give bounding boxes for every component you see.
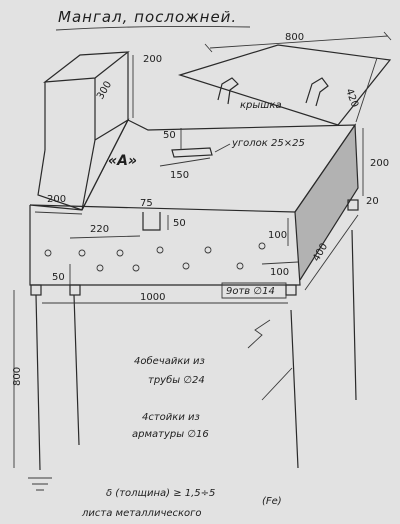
angle-label: уголок 25×25 [231,138,305,149]
holes-label: 9отв ∅14 [226,286,275,297]
legs-group: 800 [12,199,359,491]
angle-len-label: 150 [170,170,189,181]
hole [78,249,86,257]
bottom-fe: (Fe) [262,496,282,507]
slot-75-label: 75 [140,198,153,209]
lid-outline [177,44,392,126]
d220-line [69,235,141,239]
angle-len-line [159,157,211,167]
hole [182,262,190,270]
d50b-label: 50 [52,272,65,283]
slot-50-label: 50 [173,218,186,229]
lid-handle-left [217,77,239,105]
lid-length-label: 800 [285,32,304,43]
leg-sleeve [347,199,359,211]
hole [116,249,124,257]
hole [236,262,244,270]
angle-bar [171,147,213,158]
d100b-label: 100 [270,267,289,278]
body-right-edge [294,123,359,281]
bottom-line2: листа металлического [81,508,202,519]
holes-box [221,282,287,299]
chimney-front [37,149,83,211]
chimney-group: 200 300 «А» [37,51,162,211]
hole [258,242,266,250]
lid-width-label: 420 [343,87,360,109]
title-underline [55,25,251,31]
bottom-line1: δ (толщина) ≥ 1,5÷5 [106,488,215,499]
hole [132,264,140,272]
note1-leader [247,319,271,349]
legs [35,229,357,471]
d100b-line [261,261,299,265]
d400-line [304,214,359,291]
note1-line2: трубы ∅24 [148,374,205,386]
lid-width-line [355,57,378,123]
leg-sleeve [30,284,42,296]
hole [204,246,212,254]
front-slot [142,212,161,231]
hole [156,246,164,254]
chimney-height-label: 200 [143,54,162,65]
note1-line1: 4обечайки из [134,355,205,367]
right-200-label: 200 [370,158,389,169]
d220-label: 220 [90,224,109,235]
lid-group: 800 420 крышка [177,31,392,126]
left-200-label: 200 [47,194,66,205]
body-front [29,205,301,286]
leg-sleeve [285,284,297,296]
lid-label: крышка [240,100,282,111]
chimney-sides [44,52,129,150]
body-right-panel [295,125,358,280]
chimney-top [43,51,130,83]
title: Мангал, посложней. [58,8,237,26]
lid-dim-ticks [204,31,392,53]
leg-sleeve [69,284,81,296]
body-group: 50 уголок 25×25 150 200 75 50 220 [29,119,389,299]
note2-line1: 4стойки из [142,412,200,423]
small-50-label: 50 [163,130,176,141]
ground-symbol [28,477,52,491]
d100a-label: 100 [268,230,287,241]
lid-handle-right [305,77,329,107]
note2-line2: арматуры ∅16 [132,429,209,440]
hole [44,249,52,257]
holes-group [44,242,266,272]
hole [96,264,104,272]
leg-height-label: 800 [12,367,23,386]
lid-dim-line [209,35,389,49]
note2-leader [261,367,293,401]
chimney-width-label: 300 [95,79,114,101]
d1000-label: 1000 [140,292,165,303]
left-200-line [34,211,83,215]
mark-a: «А» [108,153,137,169]
angle-leader [214,143,231,153]
d20-label: 20 [366,196,379,207]
